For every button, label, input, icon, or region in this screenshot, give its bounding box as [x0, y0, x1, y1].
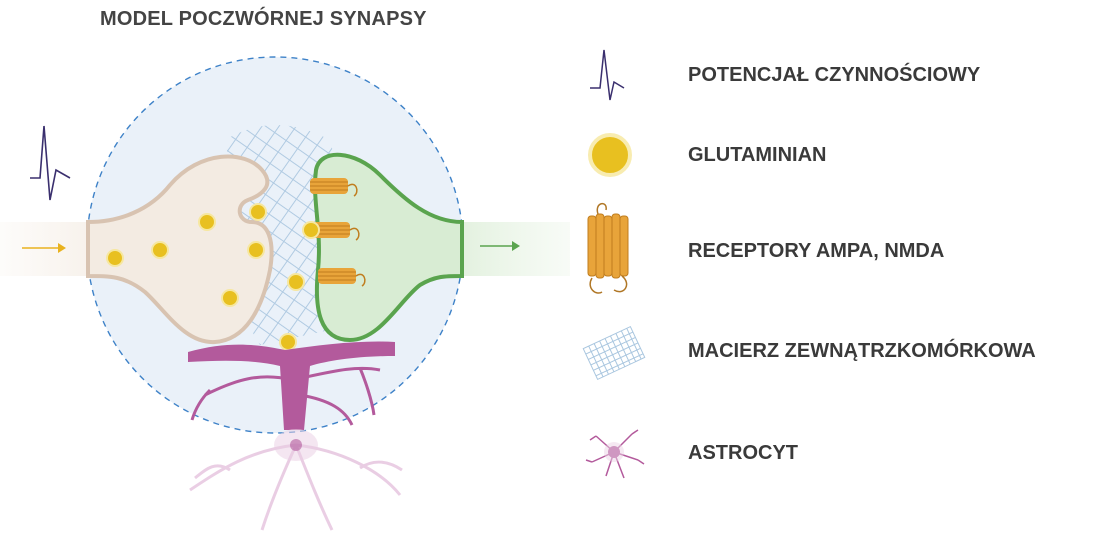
glutamate-molecule: [107, 250, 123, 266]
receptor-icon: [578, 198, 638, 302]
legend-label: RECEPTORY AMPA, NMDA: [688, 240, 944, 263]
glutamate-molecule: [303, 222, 319, 238]
legend-label: ASTROCYT: [688, 442, 798, 465]
glutamate-molecule: [222, 290, 238, 306]
legend-item-astrocyte: ASTROCYT: [578, 418, 1106, 508]
glutamate-molecule: [288, 274, 304, 290]
astrocyte-icon: [578, 418, 650, 488]
legend-item-action-potential: POTENCJAŁ CZYNNOŚCIOWY: [578, 38, 1106, 128]
action-potential-spike: [30, 126, 70, 200]
glutamate-molecule: [280, 334, 296, 350]
glutamate-molecule: [199, 214, 215, 230]
glutamate-molecule: [248, 242, 264, 258]
legend-item-glutamate: GLUTAMINIAN: [578, 118, 1106, 208]
legend-label: POTENCJAŁ CZYNNOŚCIOWY: [688, 64, 980, 87]
action-potential-icon: [578, 38, 638, 108]
quadripartite-synapse-diagram: [0, 0, 570, 537]
glutamate-icon: [578, 118, 638, 188]
glutamate-molecule: [152, 242, 168, 258]
glutamate-molecule: [250, 204, 266, 220]
legend-item-receptors: RECEPTORY AMPA, NMDA: [578, 198, 1106, 288]
legend-label: GLUTAMINIAN: [688, 144, 827, 167]
legend-item-extracellular-matrix: MACIERZ ZEWNĄTRZKOMÓRKOWA: [578, 318, 1106, 408]
extracellular-matrix-icon: [578, 318, 650, 388]
legend-label: MACIERZ ZEWNĄTRZKOMÓRKOWA: [688, 340, 1036, 363]
astrocyte-nucleus: [290, 439, 302, 451]
